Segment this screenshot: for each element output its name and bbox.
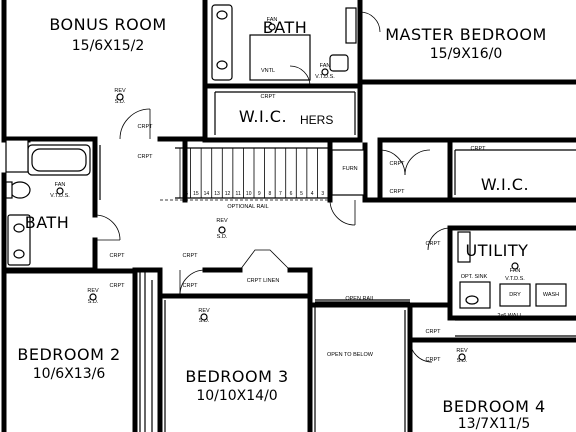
furn-label: FURN	[342, 166, 357, 172]
sd-3: S.D.	[88, 299, 99, 305]
stair-step-number: 9	[258, 191, 261, 197]
wall-note-label: 2x6 WALL	[497, 313, 522, 319]
stair-step-number: 8	[268, 191, 271, 197]
detectors	[56, 23, 519, 361]
wash-label: WASH	[543, 292, 559, 298]
room-name-bath-top: BATH	[263, 18, 307, 37]
room-name-utility: UTILITY	[466, 241, 529, 260]
room-name-master: MASTER BEDROOM	[385, 25, 547, 44]
room-name-bath-left: BATH	[25, 213, 69, 232]
vntl-top: VNTL	[261, 68, 275, 74]
linen-left	[5, 139, 29, 173]
vtds-left: V.T.D.S.	[50, 193, 70, 199]
fixtures	[5, 4, 567, 309]
room-dims-bedroom3: 10/10X14/0	[196, 388, 277, 404]
stair-step-number: 4	[311, 191, 314, 197]
crpt-13: CRPT	[426, 357, 442, 363]
shower	[249, 34, 311, 81]
stair-step-number: 7	[279, 191, 282, 197]
shelves-label: HERS	[300, 113, 333, 127]
vtds-utility: V.T.D.S.	[505, 276, 525, 282]
stairs: 16 15 14 13 12 11 10 9 8 7 6 5 4 3	[175, 147, 330, 199]
room-name-bedroom3: BEDROOM 3	[185, 367, 288, 386]
crpt-3: CRPT	[261, 94, 277, 100]
room-name-bedroom4: BEDROOM 4	[442, 397, 545, 416]
stair-step-number: 10	[246, 191, 252, 197]
stair-step-number: 13	[214, 191, 220, 197]
sd-2: S.D.	[217, 234, 228, 240]
rev-2: REV	[216, 218, 228, 224]
rev-5: REV	[456, 348, 468, 354]
stair-step-number: 15	[193, 191, 199, 197]
room-name-wic-right: W.I.C.	[481, 175, 529, 194]
room-dims-bedroom2: 10/6X13/6	[33, 366, 106, 382]
toilet-left	[9, 181, 31, 199]
open-to-below-label: OPEN TO BELOW	[327, 352, 374, 358]
crpt-4: CRPT	[390, 161, 406, 167]
crpt-1: CRPT	[138, 124, 154, 130]
doors	[94, 11, 451, 363]
rev-4: REV	[198, 308, 210, 314]
crpt-9: CRPT	[183, 253, 199, 259]
stair-step-number: 14	[204, 191, 210, 197]
stair-step-number: 3	[321, 191, 324, 197]
vanity-top-bath	[211, 4, 233, 81]
open-rail-label: OPEN RAIL	[345, 296, 374, 302]
dry-label: DRY	[509, 292, 521, 298]
vtds-wc: V.T.D.S.	[315, 74, 335, 80]
crpt-8: CRPT	[110, 283, 126, 289]
crpt-2: CRPT	[138, 154, 154, 160]
stair-step-number: 6	[290, 191, 293, 197]
fan-left: FAN	[55, 182, 66, 188]
crpt-6: CRPT	[471, 146, 487, 152]
room-labels: BONUS ROOM 15/6X15/2 BATH MASTER BEDROOM…	[17, 15, 546, 432]
fan-top: FAN	[267, 17, 278, 23]
sd-1: S.D.	[115, 99, 126, 105]
room-dims-bonus: 15/6X15/2	[72, 38, 144, 54]
room-dims-bedroom4: 13/7X11/5	[458, 416, 530, 432]
room-name-wic-left: W.I.C.	[239, 107, 287, 126]
furnace	[331, 149, 365, 196]
crpt-12: CRPT	[426, 329, 442, 335]
washer	[535, 283, 567, 307]
fan-wc: FAN	[320, 63, 331, 69]
thin-lines	[99, 91, 576, 432]
room-name-bonus: BONUS ROOM	[49, 15, 166, 34]
crpt-10: CRPT	[183, 283, 199, 289]
crpt-7: CRPT	[110, 253, 126, 259]
crpt-linen-label: CRPT LINEN	[247, 278, 280, 284]
room-name-bedroom2: BEDROOM 2	[17, 345, 120, 364]
stair-step-number: 11	[236, 191, 241, 197]
sd-5: S.D.	[457, 358, 468, 364]
optional-rail-label: OPTIONAL RAIL	[227, 204, 268, 210]
annotations: CRPT CRPT CRPT CRPT CRPT CRPT CRPT CRPT …	[50, 17, 559, 364]
stair-step-number: 16	[183, 191, 189, 197]
crpt-5: CRPT	[390, 189, 406, 195]
room-dims-master: 15/9X16/0	[430, 46, 502, 62]
dryer	[499, 283, 531, 307]
sd-4: S.D.	[199, 318, 210, 324]
rev-1: REV	[114, 88, 126, 94]
vanity-master	[345, 7, 357, 44]
toilet-top	[329, 54, 349, 72]
stair-step-number: 5	[300, 191, 303, 197]
stair-step-number: 12	[225, 191, 231, 197]
rev-3: REV	[87, 288, 99, 294]
opt-sink-label: OPT. SINK	[461, 274, 488, 280]
crpt-11: CRPT	[426, 241, 442, 247]
fan-utility: FAN	[510, 268, 521, 274]
